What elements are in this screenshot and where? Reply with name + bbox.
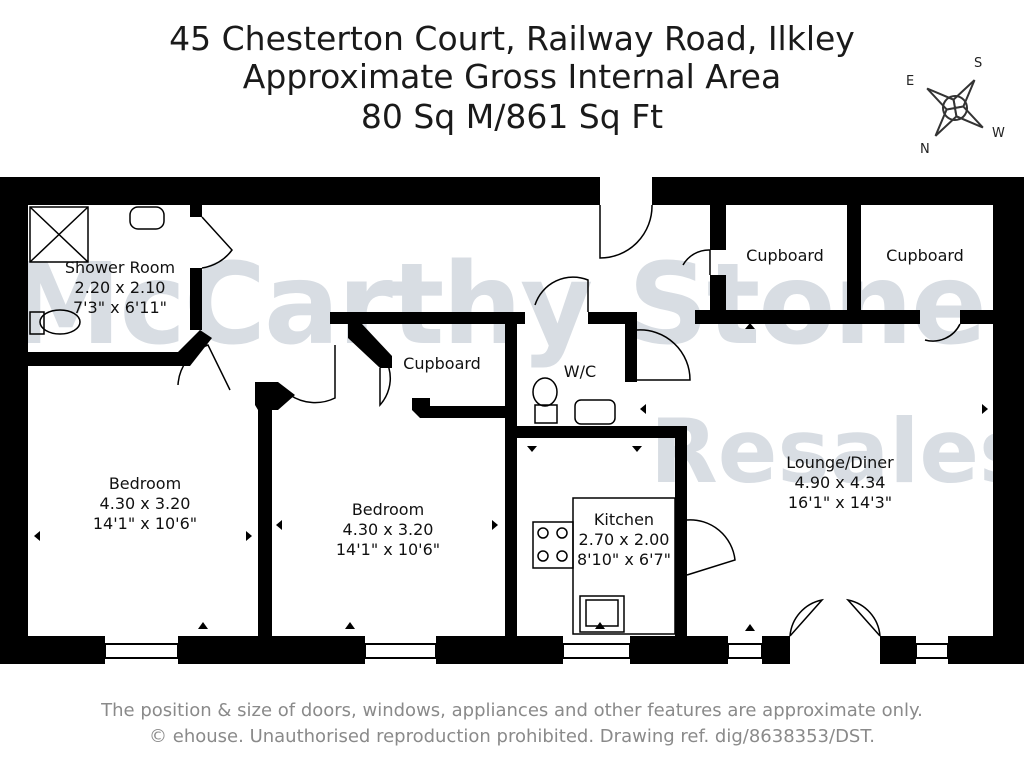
compass-w: W xyxy=(992,126,1005,141)
room-label-shower: Shower Room 2.20 x 2.10 7'3" x 6'11" xyxy=(40,258,200,318)
room-imperial: 16'1" x 14'3" xyxy=(787,493,893,512)
compass-s: S xyxy=(974,56,983,71)
area-title: Approximate Gross Internal Area xyxy=(242,57,782,96)
room-metric: 4.90 x 4.34 xyxy=(794,473,886,492)
room-name: Cupboard xyxy=(403,354,481,373)
room-name: Bedroom xyxy=(351,500,425,519)
compass-n: N xyxy=(920,142,930,157)
room-label-kitchen: Kitchen 2.70 x 2.00 8'10" x 6'7" xyxy=(573,510,675,570)
fixtures xyxy=(29,206,676,635)
room-metric: 4.30 x 3.20 xyxy=(99,494,191,513)
windows xyxy=(104,643,949,659)
room-label-cupboard-mid: Cupboard xyxy=(392,354,492,374)
property-address: 45 Chesterton Court, Railway Road, Ilkle… xyxy=(169,19,855,58)
room-metric: 2.70 x 2.00 xyxy=(578,530,670,549)
room-name: Kitchen xyxy=(593,510,655,529)
room-metric: 4.30 x 3.20 xyxy=(342,520,434,539)
room-label-cupboard-b: Cupboard xyxy=(875,246,975,266)
room-metric: 2.20 x 2.10 xyxy=(74,278,166,297)
dimension-markers xyxy=(34,323,988,631)
room-name: Cupboard xyxy=(886,246,964,265)
disclaimer-line-2: © ehouse. Unauthorised reproduction proh… xyxy=(149,726,875,747)
room-name: W/C xyxy=(563,362,597,381)
door-swings xyxy=(177,204,961,637)
room-name: Lounge/Diner xyxy=(786,453,894,472)
disclaimer-line-1: The position & size of doors, windows, a… xyxy=(101,700,923,721)
room-label-lounge: Lounge/Diner 4.90 x 4.34 16'1" x 14'3" xyxy=(760,453,920,513)
walls xyxy=(0,177,1024,664)
room-imperial: 14'1" x 10'6" xyxy=(92,514,198,533)
room-name: Bedroom xyxy=(108,474,182,493)
room-imperial: 7'3" x 6'11" xyxy=(72,298,168,317)
room-name: Shower Room xyxy=(64,258,176,277)
room-imperial: 14'1" x 10'6" xyxy=(335,540,441,559)
room-label-cupboard-a: Cupboard xyxy=(735,246,835,266)
compass-e: E xyxy=(906,74,915,89)
area-value: 80 Sq M/861 Sq Ft xyxy=(360,97,664,136)
room-label-bedroom-1: Bedroom 4.30 x 3.20 14'1" x 10'6" xyxy=(60,474,230,534)
room-label-wc: W/C xyxy=(540,362,620,382)
room-name: Cupboard xyxy=(746,246,824,265)
room-imperial: 8'10" x 6'7" xyxy=(576,550,672,569)
room-label-bedroom-2: Bedroom 4.30 x 3.20 14'1" x 10'6" xyxy=(303,500,473,560)
compass-rose-icon xyxy=(926,79,984,137)
